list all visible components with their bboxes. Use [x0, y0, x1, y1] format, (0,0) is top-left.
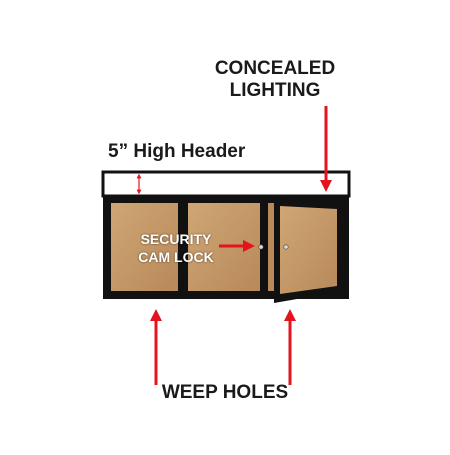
concealed-lighting-line1: CONCEALED [214, 58, 336, 79]
concealed-lighting-label: CONCEALED LIGHTING [205, 58, 345, 102]
open-door-cork [280, 206, 337, 294]
cork-panel-left [111, 203, 178, 291]
weep-holes-label: WEEP HOLES [161, 382, 289, 403]
cam-lock [258, 244, 264, 250]
security-cam-lock-label: SECURITY CAM LOCK [126, 230, 226, 266]
security-cam-lock-line2: CAM LOCK [138, 249, 214, 265]
concealed-lighting-line2: LIGHTING [229, 80, 321, 101]
cam-lock [283, 244, 289, 250]
header-height-label: 5” High Header [108, 141, 246, 162]
security-cam-lock-line1: SECURITY [140, 231, 212, 247]
header-panel [101, 170, 351, 198]
